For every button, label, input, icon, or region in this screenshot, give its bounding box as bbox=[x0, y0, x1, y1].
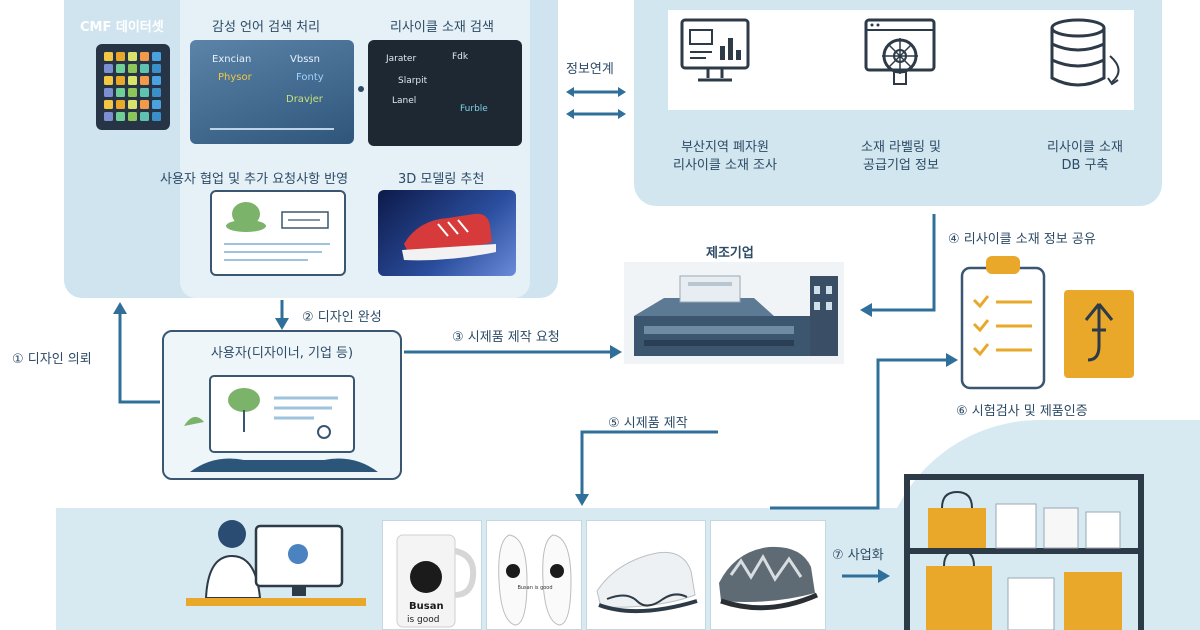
cmf-swatch bbox=[116, 52, 125, 61]
step-2-label: ② 디자인 완성 bbox=[302, 310, 382, 325]
recycle-word: Lanel bbox=[392, 96, 417, 106]
cmf-swatch bbox=[104, 76, 113, 85]
emotion-word: Dravjer bbox=[286, 94, 323, 105]
browser-gear-icon bbox=[862, 16, 938, 92]
cmf-swatch bbox=[116, 112, 125, 121]
cmf-swatch bbox=[128, 112, 137, 121]
cmf-swatch bbox=[116, 64, 125, 73]
user-box: 사용자(디자이너, 기업 등) bbox=[162, 330, 402, 480]
cmf-dataset-title: CMF 데이터셋 bbox=[80, 20, 164, 35]
certification-mark-icon bbox=[1064, 290, 1134, 378]
emotion-search-title: 감성 언어 검색 처리 bbox=[212, 20, 321, 35]
retail-shelf-icon bbox=[904, 474, 1144, 630]
right-item-2-line2: 공급기업 정보 bbox=[863, 158, 939, 173]
recycle-search-result-card: Jarater Fdk Slarpit Lanel Furble bbox=[368, 40, 522, 146]
recycled-sneaker-white-photo bbox=[586, 520, 706, 630]
plant-document-icon bbox=[224, 202, 330, 261]
cmf-swatch bbox=[140, 100, 149, 109]
emotion-word: Fonty bbox=[296, 72, 324, 83]
bidirectional-arrow-icon bbox=[562, 82, 630, 124]
cmf-swatch bbox=[104, 112, 113, 121]
emotion-word: Vbssn bbox=[290, 54, 320, 65]
factory-icon bbox=[624, 262, 844, 364]
recycled-sneaker-gray-photo bbox=[710, 520, 826, 630]
designer-screen-icon bbox=[184, 375, 378, 472]
cmf-swatch bbox=[152, 112, 161, 121]
user-label: 사용자(디자이너, 기업 등) bbox=[210, 346, 354, 361]
mug-text-line1: Busan bbox=[409, 601, 444, 612]
emotion-word: Exncian bbox=[212, 54, 252, 65]
step-7-label: ⑦ 사업화 bbox=[832, 548, 884, 563]
monitor-chart-icon bbox=[678, 16, 752, 88]
cmf-swatch bbox=[116, 76, 125, 85]
recycle-word: Furble bbox=[460, 104, 488, 114]
cmf-swatch bbox=[140, 76, 149, 85]
info-link-label: 정보연계 bbox=[566, 62, 614, 77]
emotion-word: Physor bbox=[218, 72, 252, 83]
right-item-1-line1: 부산지역 폐자원 bbox=[681, 140, 769, 155]
cmf-swatch bbox=[128, 64, 137, 73]
cmf-swatch bbox=[152, 88, 161, 97]
recycle-word: Fdk bbox=[452, 52, 469, 62]
underline-decoration bbox=[210, 128, 334, 130]
step-6-label: ⑥ 시험검사 및 제품인증 bbox=[956, 404, 1088, 419]
cmf-swatch bbox=[140, 52, 149, 61]
right-item-3-line2: DB 구축 bbox=[1061, 158, 1109, 173]
user-collab-card bbox=[210, 190, 346, 276]
cmf-swatch bbox=[140, 88, 149, 97]
checklist-clipboard-icon bbox=[958, 254, 1048, 392]
material-db-icons-area bbox=[668, 10, 1134, 110]
recycle-search-title: 리사이클 소재 검색 bbox=[390, 20, 494, 35]
emotion-word-cloud: Exncian Vbssn Physor Fonty Dravjer bbox=[190, 40, 354, 144]
insole-text: Busan is good bbox=[517, 585, 553, 591]
mug-text-line2: is good bbox=[407, 615, 440, 625]
right-item-2-line1: 소재 라벨링 및 bbox=[860, 140, 942, 155]
cmf-swatch-grid-icon bbox=[96, 44, 170, 130]
cmf-swatch bbox=[140, 112, 149, 121]
designer-at-computer-icon bbox=[186, 508, 366, 630]
cmf-swatch bbox=[104, 52, 113, 61]
cmf-swatch bbox=[152, 52, 161, 61]
cmf-swatch bbox=[152, 64, 161, 73]
cmf-swatch bbox=[104, 100, 113, 109]
connector-dot bbox=[358, 86, 364, 92]
cmf-swatch bbox=[104, 64, 113, 73]
cmf-swatch bbox=[128, 52, 137, 61]
cmf-swatch bbox=[104, 88, 113, 97]
cmf-swatch bbox=[128, 76, 137, 85]
recycled-insole-photo: Busan is good bbox=[486, 520, 582, 630]
user-request-title: 사용자 협업 및 추가 요청사항 반영 bbox=[160, 172, 349, 187]
cmf-swatch bbox=[116, 88, 125, 97]
cmf-swatch bbox=[128, 100, 137, 109]
3d-modeling-title: 3D 모델링 추천 bbox=[398, 172, 485, 187]
right-item-3-line1: 리사이클 소재 bbox=[1047, 140, 1123, 155]
manufacturer-label: 제조기업 bbox=[706, 246, 754, 261]
3d-shoe-render bbox=[378, 190, 516, 276]
step-4-label: ④ 리사이클 소재 정보 공유 bbox=[948, 232, 1096, 247]
right-item-1-line2: 리사이클 소재 조사 bbox=[673, 158, 777, 173]
sneaker-icon bbox=[402, 213, 496, 261]
step-5-label: ⑤ 시제품 제작 bbox=[608, 416, 688, 431]
cmf-swatch bbox=[152, 76, 161, 85]
step-3-label: ③ 시제품 제작 요청 bbox=[452, 330, 560, 345]
database-icon bbox=[1046, 16, 1130, 94]
recycle-word: Jarater bbox=[386, 54, 417, 64]
cmf-swatch bbox=[140, 64, 149, 73]
cmf-swatch bbox=[116, 100, 125, 109]
cmf-swatch bbox=[152, 100, 161, 109]
cmf-swatch bbox=[128, 88, 137, 97]
recycled-mug-photo: Busan is good bbox=[382, 520, 482, 630]
step-1-label: ① 디자인 의뢰 bbox=[12, 352, 92, 367]
recycle-word: Slarpit bbox=[398, 76, 428, 86]
